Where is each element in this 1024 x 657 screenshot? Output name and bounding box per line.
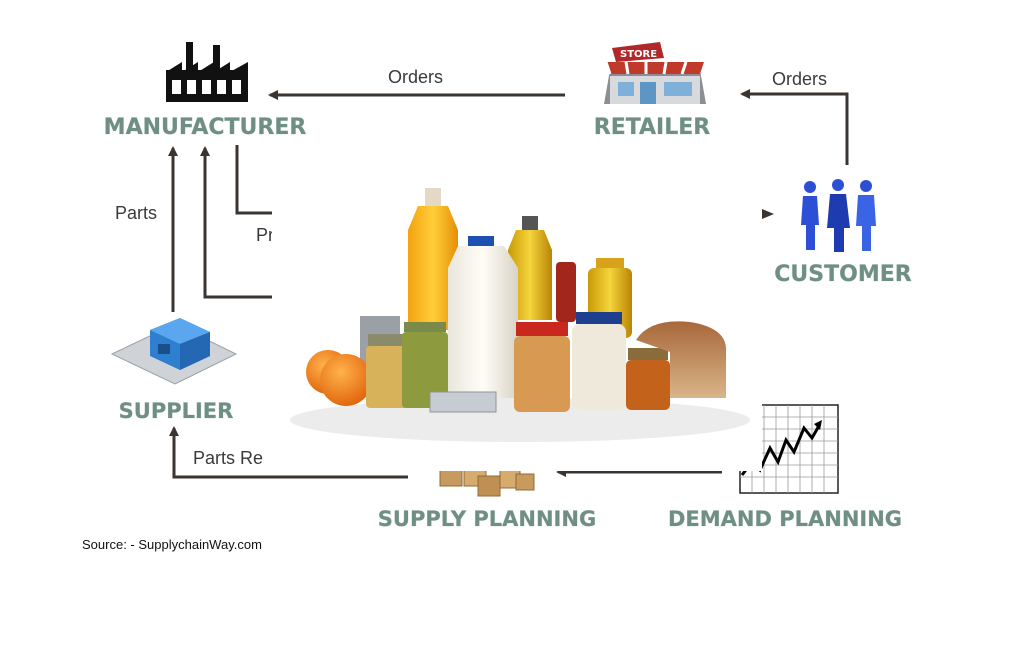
arrow-customer-to-retailer	[740, 89, 849, 165]
edge-label-orders-customer: Orders	[772, 69, 827, 89]
people-icon	[801, 179, 876, 252]
supply-planning-label: SUPPLY PLANNING	[378, 507, 596, 531]
arrow-manufacturer-products	[235, 145, 272, 215]
edge-label-parts: Parts	[115, 203, 157, 223]
store-icon: STORE	[604, 42, 706, 104]
edge-label-products-partial: Pr	[256, 225, 274, 245]
factory-icon	[166, 42, 248, 102]
arrow-planning-to-supplier	[169, 426, 408, 479]
edge-label-orders-retailer: Orders	[388, 67, 443, 87]
source-caption: Source: - SupplychainWay.com	[82, 537, 262, 552]
retailer-label: RETAILER	[594, 115, 711, 140]
arrow-return-to-manufacturer	[200, 146, 272, 299]
manufacturer-label: MANUFACTURER	[104, 115, 307, 140]
groceries-photo	[272, 146, 762, 471]
arrow-products-to-customer	[762, 209, 774, 219]
warehouse-icon	[110, 318, 238, 385]
store-sign-text: STORE	[620, 49, 657, 60]
customer-label: CUSTOMER	[774, 262, 911, 287]
edge-label-parts-request: Parts Re	[193, 448, 263, 468]
demand-planning-label: DEMAND PLANNING	[668, 507, 902, 531]
supplier-label: SUPPLIER	[119, 399, 234, 423]
